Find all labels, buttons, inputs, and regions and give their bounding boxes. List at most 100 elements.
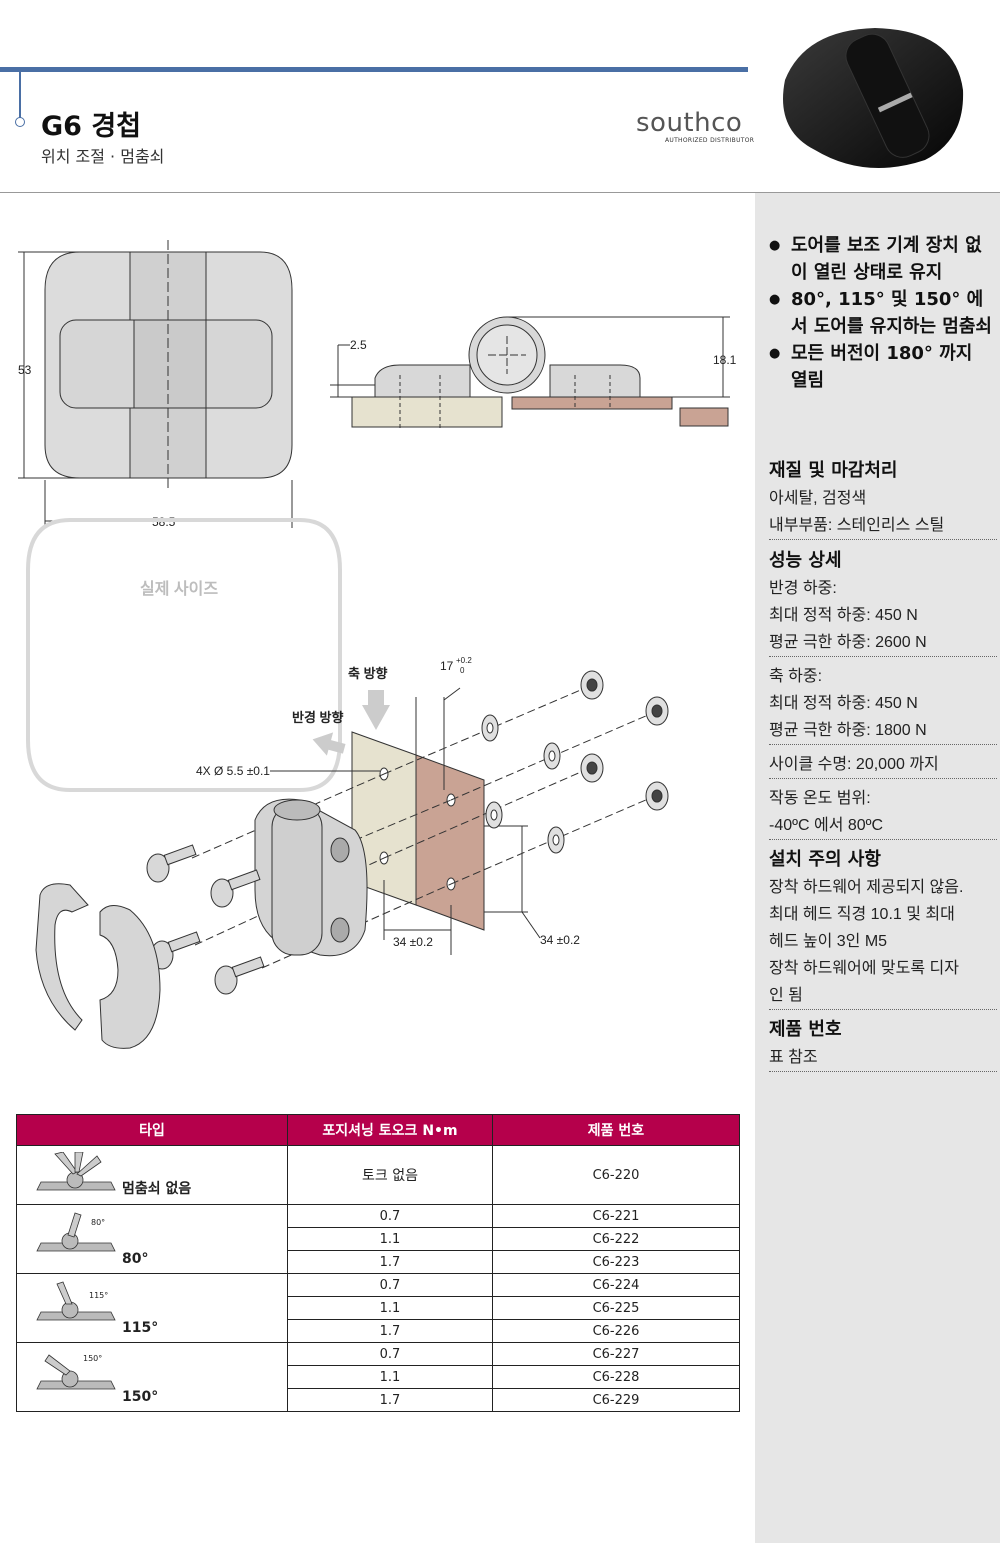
radial-direction-arrow (312, 732, 346, 756)
actual-size-label: 실제 사이즈 (140, 580, 218, 598)
table-row: 멈춤쇠 없음 토크 없음 C6-220 (16, 1145, 740, 1205)
mounting-screws (146, 844, 265, 995)
sidebar (755, 193, 1000, 1543)
install-line: 장착 하드웨어에 맞도록 디자 (769, 960, 959, 977)
detent-80-icon: 80° (36, 1212, 116, 1252)
part-number-cell: C6-226 (492, 1319, 740, 1343)
table-row: 150° 150° 0.7 C6-227 (16, 1342, 740, 1412)
type-cell: 멈춤쇠 없음 (16, 1145, 288, 1205)
axial-load-label: 축 하중: (769, 668, 823, 685)
install-line: 장착 하드웨어 제공되지 않음. (769, 879, 964, 896)
temp-range-label: 작동 온도 범위: (769, 790, 871, 807)
angle-label: 80° (91, 1218, 105, 1227)
type-label: 115° (122, 1320, 159, 1336)
axial-direction-arrow (362, 690, 390, 730)
type-cell: 80° 80° (16, 1204, 288, 1274)
material-line: 내부부품: 스테인리스 스틸 (769, 512, 997, 540)
hinge-body-exploded (254, 798, 368, 957)
dim-34-vertical: 34 ±0.2 (540, 933, 580, 947)
part-number-cell: C6-222 (492, 1227, 740, 1251)
dim-17: 17 (440, 659, 454, 673)
type-label: 멈춤쇠 없음 (122, 1181, 192, 1197)
table-row: 80° 80° 0.7 C6-221 (16, 1204, 740, 1274)
cycle-life: 사이클 수명: 20,000 까지 (769, 751, 997, 779)
page-title: G6 경첩 (41, 111, 142, 142)
radial-direction-label: 반경 방향 (292, 710, 343, 725)
part-number-cell: C6-224 (492, 1273, 740, 1297)
col-part: 제품 번호 (492, 1114, 740, 1146)
partno-section: 제품 번호 표 참조 (769, 1016, 997, 1072)
torque-cell: 0.7 (287, 1342, 493, 1366)
install-line: 인 됨 (769, 982, 997, 1010)
temp-range-value: -40ºC 에서 80ºC (769, 812, 997, 840)
hinge-side-view (351, 316, 729, 428)
type-cell: 115° 115° (16, 1273, 288, 1343)
angle-label: 150° (83, 1354, 102, 1363)
install-line: 최대 헤드 직경 10.1 및 최대 (769, 906, 955, 923)
table-row: 1.7 C6-229 (17, 1388, 740, 1412)
part-number-cell: C6-220 (492, 1145, 740, 1205)
spec-table: 타입 포지셔닝 토오크 N•m 제품 번호 멈춤쇠 없음 토크 없음 (16, 1114, 740, 1412)
material-section: 재질 및 마감처리 아세탈, 검정색 내부부품: 스테인리스 스틸 (769, 457, 997, 540)
axial-static-load: 최대 정적 하중: 450 N (769, 695, 918, 712)
dim-53: 53 (18, 363, 32, 377)
detent-none-icon (36, 1152, 116, 1191)
part-number-cell: C6-225 (492, 1296, 740, 1320)
type-cell: 150° 150° (16, 1342, 288, 1412)
install-section: 설치 주의 사항 장착 하드웨어 제공되지 않음. 최대 헤드 직경 10.1 … (769, 846, 997, 1010)
dim-17-tol-bottom: 0 (460, 666, 465, 675)
product-photo (783, 28, 964, 168)
radial-ultimate-load: 평균 극한 하중: 2600 N (769, 629, 997, 657)
dim-34-horizontal: 34 ±0.2 (393, 935, 433, 949)
actual-size-outline (26, 518, 342, 792)
material-line: 아세탈, 검정색 (769, 490, 867, 507)
performance-section: 성능 상세 반경 하중: 최대 정적 하중: 450 N 평균 극한 하중: 2… (769, 547, 997, 840)
mounting-panels (351, 731, 485, 931)
part-number-cell: C6-229 (492, 1388, 740, 1412)
angle-label: 115° (89, 1291, 108, 1300)
page-subtitle: 위치 조절 · 멈춤쇠 (41, 147, 165, 166)
brand-subtitle: AUTHORIZED DISTRIBUTOR (665, 137, 755, 144)
feature-item: 모든 버전이 180° 까지 열림 (767, 340, 992, 394)
detent-150-icon: 150° (36, 1354, 116, 1390)
torque-cell: 1.1 (287, 1227, 493, 1251)
dim-18-1: 18.1 (713, 353, 737, 367)
part-number-cell: C6-221 (492, 1204, 740, 1228)
dim-17-tol-top: +0.2 (456, 656, 472, 665)
dim-2-5: 2.5 (350, 338, 367, 352)
radial-static-load: 최대 정적 하중: 450 N (769, 607, 918, 624)
feature-list: 도어를 보조 기계 장치 없이 열린 상태로 유지 80°, 115° 및 15… (767, 232, 992, 394)
col-type: 타입 (16, 1114, 288, 1146)
torque-cell: 0.7 (287, 1273, 493, 1297)
torque-cell: 1.1 (287, 1365, 493, 1389)
header-divider (0, 192, 1000, 193)
axial-direction-label: 축 방향 (348, 666, 388, 681)
radial-load-label: 반경 하중: (769, 580, 837, 597)
table-row: 1.7 C6-226 (17, 1319, 740, 1343)
axial-ultimate-load: 평균 극한 하중: 1800 N (769, 717, 997, 745)
detent-115-icon: 115° (36, 1281, 116, 1321)
partno-heading: 제품 번호 (769, 1019, 842, 1040)
type-label: 150° (122, 1389, 159, 1405)
install-line: 헤드 높이 3인 M5 (769, 933, 888, 950)
header-bar (0, 67, 748, 72)
torque-cell: 1.1 (287, 1296, 493, 1320)
part-number-cell: C6-228 (492, 1365, 740, 1389)
header-accent-dot (15, 117, 25, 127)
performance-heading: 성능 상세 (769, 550, 842, 571)
torque-cell: 토크 없음 (287, 1145, 493, 1205)
hole-callout: 4X Ø 5.5 ±0.1 (196, 764, 270, 778)
washers-nuts (481, 670, 669, 854)
table-row: 1.7 C6-223 (17, 1250, 740, 1274)
hinge-covers (35, 883, 161, 1049)
table-row: 1.1 C6-222 (17, 1227, 740, 1251)
install-heading: 설치 주의 사항 (769, 849, 881, 870)
col-torque: 포지셔닝 토오크 N•m (287, 1114, 493, 1146)
table-row: 1.1 C6-228 (17, 1365, 740, 1389)
material-heading: 재질 및 마감처리 (769, 460, 898, 481)
technical-drawing: 53 58.5 실제 사이즈 2.5 18.1 축 방향 반경 방향 (18, 240, 737, 1049)
torque-cell: 1.7 (287, 1250, 493, 1274)
header-accent-line (19, 72, 21, 120)
partno-line: 표 참조 (769, 1044, 997, 1072)
torque-cell: 0.7 (287, 1204, 493, 1228)
